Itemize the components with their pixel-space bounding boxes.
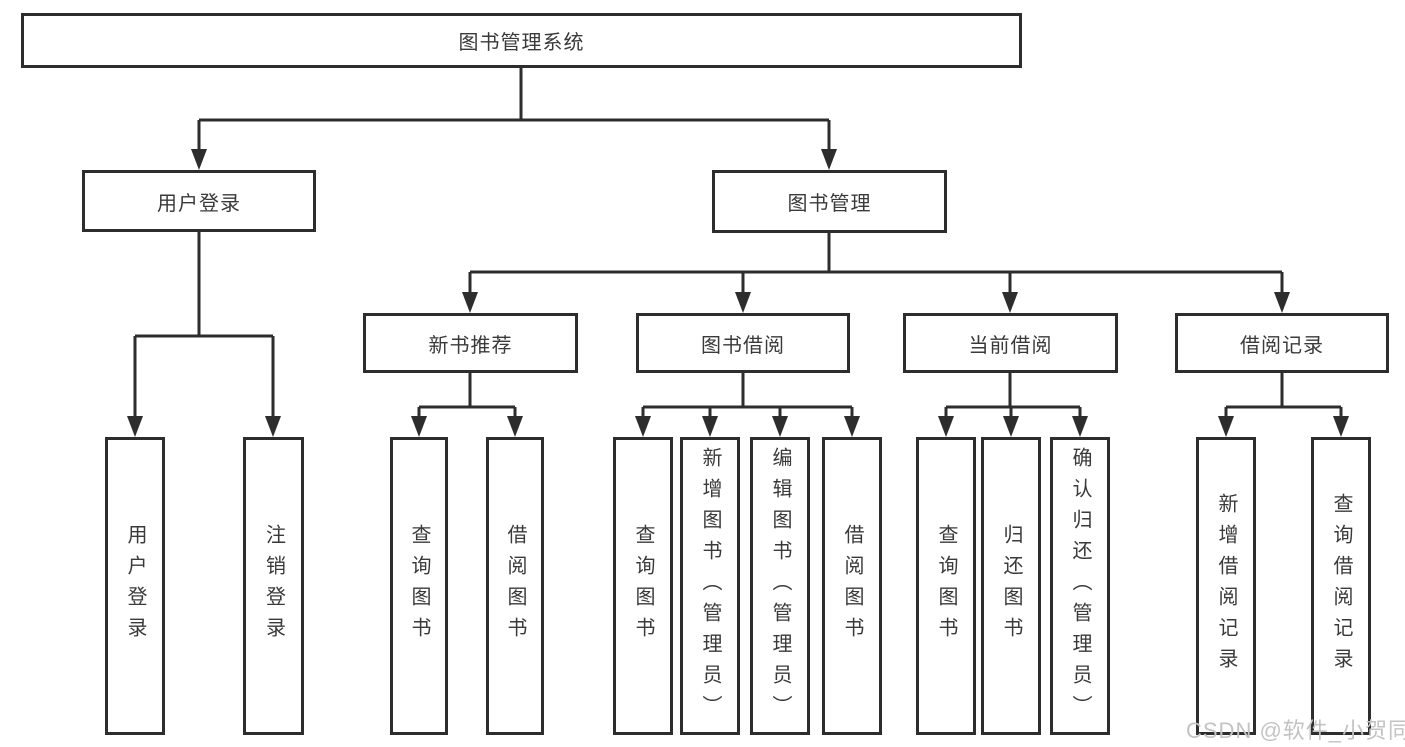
connector-borrow-record-to-leaves bbox=[1218, 373, 1349, 437]
node-user-login: 用户登录 bbox=[82, 170, 316, 232]
connector-user-login-to-leaves bbox=[127, 232, 281, 437]
connector-current-borrow-to-leaves bbox=[938, 373, 1088, 437]
csdn-watermark: CSDN @软件_小贺同学 bbox=[1186, 718, 1405, 743]
node-new-book-recommend: 新书推荐 bbox=[363, 313, 578, 373]
connector-new-book-to-leaves bbox=[411, 373, 523, 437]
leaf-user-login: 用户登录 bbox=[105, 437, 165, 735]
node-book-management: 图书管理 bbox=[712, 170, 947, 233]
leaf-query-books-recommend: 查询图书 bbox=[390, 437, 448, 735]
node-borrow-record: 借阅记录 bbox=[1175, 313, 1389, 373]
connector-book-borrow-to-leaves bbox=[635, 373, 860, 437]
leaf-return-books: 归还图书 bbox=[981, 437, 1041, 735]
leaf-edit-books-admin: 编辑图书（管理员） bbox=[750, 437, 810, 735]
leaf-confirm-return-admin: 确认归还（管理员） bbox=[1050, 437, 1110, 735]
connector-root-to-level2 bbox=[191, 68, 837, 170]
node-current-borrow: 当前借阅 bbox=[903, 313, 1118, 373]
leaf-query-books-borrow: 查询图书 bbox=[613, 437, 673, 735]
node-book-borrow: 图书借阅 bbox=[636, 313, 850, 373]
leaf-add-books-admin: 新增图书（管理员） bbox=[680, 437, 740, 735]
leaf-add-borrow-record: 新增借阅记录 bbox=[1196, 437, 1256, 735]
node-root-book-management-system: 图书管理系统 bbox=[21, 13, 1022, 68]
leaf-logout: 注销登录 bbox=[243, 437, 304, 735]
leaf-borrow-books: 借阅图书 bbox=[822, 437, 882, 735]
leaf-borrow-books-recommend: 借阅图书 bbox=[486, 437, 544, 735]
leaf-query-books-current: 查询图书 bbox=[916, 437, 976, 735]
connector-book-management-to-groups bbox=[462, 233, 1290, 313]
leaf-query-borrow-record: 查询借阅记录 bbox=[1311, 437, 1371, 735]
